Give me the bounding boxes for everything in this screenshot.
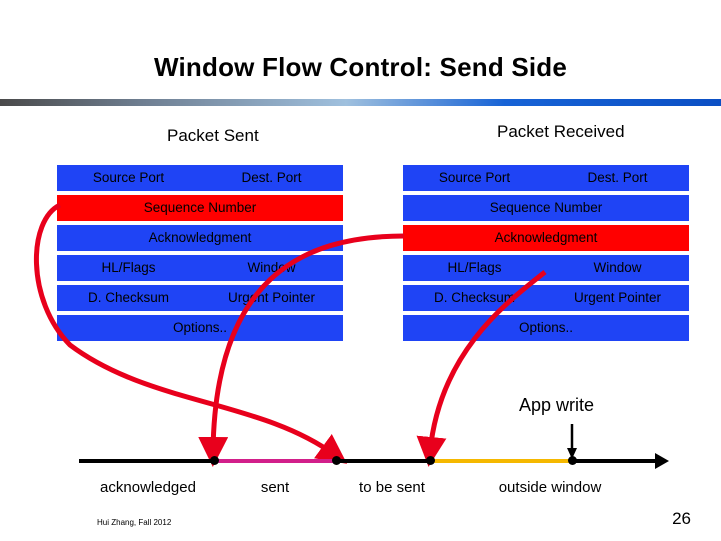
app-write-label: App write bbox=[519, 395, 595, 415]
field-sequence-number: Sequence Number bbox=[403, 195, 689, 221]
field-dest-port: Dest. Port bbox=[200, 165, 343, 191]
timeline-label-sent: sent bbox=[260, 479, 290, 496]
timeline-segment-sent bbox=[214, 459, 336, 463]
field-options: Options.. bbox=[57, 315, 343, 341]
timeline-label-to-be-sent: to be sent bbox=[359, 479, 425, 496]
table-row: Acknowledgment bbox=[403, 225, 689, 251]
timeline-label-acknowledged: acknowledged bbox=[100, 479, 196, 496]
field-source-port: Source Port bbox=[403, 165, 546, 191]
footer-attribution: Hui Zhang, Fall 2012 bbox=[97, 518, 172, 527]
timeline-tick-window-end bbox=[568, 456, 577, 465]
field-hl-flags: HL/Flags bbox=[57, 255, 200, 281]
timeline-segment-to-be-sent bbox=[336, 459, 430, 463]
packet-received-table: Source Port Dest. Port Sequence Number A… bbox=[403, 165, 689, 345]
packet-sent-heading: Packet Sent bbox=[167, 126, 259, 145]
timeline-tick-sent-end bbox=[332, 456, 341, 465]
field-options: Options.. bbox=[403, 315, 689, 341]
packet-received-heading: Packet Received bbox=[497, 122, 625, 141]
field-d-checksum: D. Checksum bbox=[57, 285, 200, 311]
timeline-arrowhead bbox=[655, 453, 669, 469]
field-window: Window bbox=[546, 255, 689, 281]
field-acknowledgment: Acknowledgment bbox=[57, 225, 343, 251]
table-row: HL/Flags Window bbox=[403, 255, 689, 281]
field-urgent-pointer: Urgent Pointer bbox=[546, 285, 689, 311]
table-row: Options.. bbox=[57, 315, 343, 341]
page-title: Window Flow Control: Send Side bbox=[153, 52, 568, 82]
field-d-checksum: D. Checksum bbox=[403, 285, 546, 311]
field-sequence-number: Sequence Number bbox=[57, 195, 343, 221]
table-row: Sequence Number bbox=[403, 195, 689, 221]
field-hl-flags: HL/Flags bbox=[403, 255, 546, 281]
field-urgent-pointer: Urgent Pointer bbox=[200, 285, 343, 311]
timeline-tick-to-be-sent-end bbox=[426, 456, 435, 465]
table-row: HL/Flags Window bbox=[57, 255, 343, 281]
timeline-tick-acknowledged-end bbox=[210, 456, 219, 465]
timeline-label-outside-window: outside window bbox=[498, 479, 602, 496]
timeline-segment-tail bbox=[572, 459, 661, 463]
field-acknowledgment: Acknowledgment bbox=[403, 225, 689, 251]
table-row: Source Port Dest. Port bbox=[57, 165, 343, 191]
field-window: Window bbox=[200, 255, 343, 281]
field-dest-port: Dest. Port bbox=[546, 165, 689, 191]
table-row: D. Checksum Urgent Pointer bbox=[57, 285, 343, 311]
table-row: Options.. bbox=[403, 315, 689, 341]
table-row: Acknowledgment bbox=[57, 225, 343, 251]
table-row: D. Checksum Urgent Pointer bbox=[403, 285, 689, 311]
table-row: Source Port Dest. Port bbox=[403, 165, 689, 191]
title-divider bbox=[0, 99, 721, 106]
timeline-segment-acknowledged bbox=[79, 459, 214, 463]
page-number: 26 bbox=[672, 509, 691, 528]
table-row: Sequence Number bbox=[57, 195, 343, 221]
field-source-port: Source Port bbox=[57, 165, 200, 191]
packet-sent-table: Source Port Dest. Port Sequence Number A… bbox=[57, 165, 343, 345]
timeline-segment-outside-window bbox=[430, 459, 572, 463]
